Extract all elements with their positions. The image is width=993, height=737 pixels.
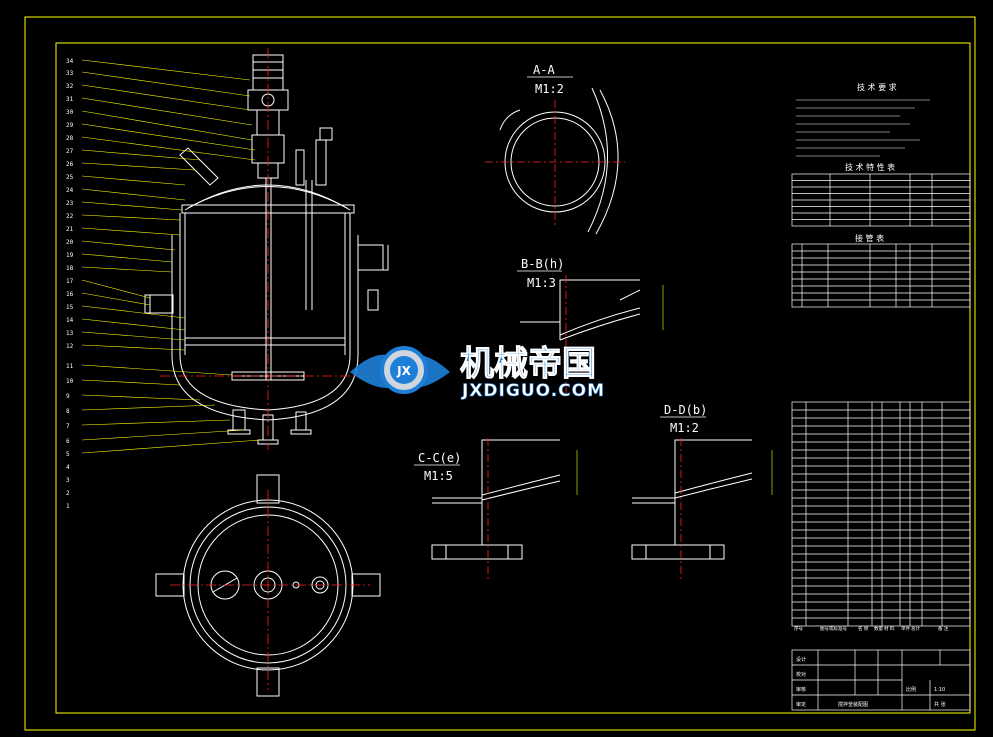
parts-header-cell: 图号或标准号 — [820, 625, 847, 632]
parts-header-cell: 备 注 — [938, 625, 949, 632]
callout-number: 24 — [66, 187, 74, 194]
callout-number: 31 — [66, 96, 74, 103]
section-b-b: B-B(h) M1:3 — [517, 257, 664, 395]
callout-number: 23 — [66, 200, 74, 207]
callout-number: 25 — [66, 174, 74, 181]
scale-label: 比例 — [906, 686, 916, 693]
checker-label: 校对 — [796, 671, 806, 678]
callout-number: 7 — [66, 423, 70, 430]
watermark-logo: JX 机械帝国 JXDIGUO.COM — [350, 344, 605, 401]
callout-number: 5 — [66, 451, 70, 458]
approver-label: 审定 — [796, 701, 806, 708]
callout-number: 14 — [66, 317, 74, 324]
section-b-title: B-B(h) — [521, 257, 564, 271]
parts-header-cell: 单件 — [901, 625, 910, 632]
callout-number: 26 — [66, 161, 74, 168]
callout-number: 20 — [66, 239, 74, 246]
callout-number: 30 — [66, 109, 74, 116]
callout-number: 11 — [66, 363, 74, 370]
callout-number: 13 — [66, 330, 74, 337]
table-border — [791, 243, 971, 308]
title-block: 设计 校对 审核 审定 搅拌釜装配图 比例 1:10 共 张 — [791, 649, 971, 711]
technical-requirements: 技 术 要 求 — [796, 82, 930, 157]
callout-number: 10 — [66, 378, 74, 385]
callout-number: 2 — [66, 490, 70, 497]
tech-req-title: 技 术 要 求 — [857, 82, 897, 92]
callout-number: 29 — [66, 122, 74, 129]
parts-header-cell: 名 称 — [858, 625, 869, 632]
drawing-frame — [24, 16, 976, 731]
section-d-scale: M1:2 — [670, 421, 699, 435]
callout-number: 1 — [66, 503, 70, 510]
section-a-scale: M1:2 — [535, 82, 564, 96]
callout-number: 34 — [66, 58, 74, 65]
callout-number: 27 — [66, 148, 74, 155]
section-d-title: D-D(b) — [664, 403, 707, 417]
callout-number: 16 — [66, 291, 74, 298]
callout-number: 18 — [66, 265, 74, 272]
callout-number: 4 — [66, 464, 70, 471]
parts-header-cell: 总计 — [911, 625, 920, 632]
callout-numbers: 3433323130292827262524232221201918171615… — [66, 58, 74, 510]
tech-char-title: 技 术 特 性 表 — [845, 162, 895, 172]
callout-number: 15 — [66, 304, 74, 311]
sheet-label: 共 张 — [934, 701, 946, 708]
callout-number: 33 — [66, 70, 74, 77]
callout-number: 9 — [66, 393, 70, 400]
callout-number: 8 — [66, 408, 70, 415]
designer-label: 设计 — [796, 656, 806, 663]
nozzle-table: 接 管 表 — [791, 233, 971, 308]
reviewer-label: 审核 — [796, 686, 806, 693]
section-c-title: C-C(e) — [418, 451, 461, 465]
section-a-a: A-A M1:2 — [485, 63, 625, 235]
parts-header-cell: 序号 — [794, 625, 803, 632]
callout-number: 32 — [66, 83, 74, 90]
callout-number: 22 — [66, 213, 74, 220]
leader-lines — [81, 59, 261, 454]
parts-list-table: 序号 图号或标准号 名 称数量材 料单件总计 备 注 — [791, 401, 971, 632]
section-d-d: D-D(b) M1:2 — [631, 403, 773, 580]
logo-text: JX — [396, 364, 411, 378]
callout-number: 21 — [66, 226, 74, 233]
section-c-scale: M1:5 — [424, 469, 453, 483]
callout-number: 28 — [66, 135, 74, 142]
callout-number: 12 — [66, 343, 74, 350]
nozzle-table-title: 接 管 表 — [855, 233, 884, 243]
section-b-scale: M1:3 — [527, 276, 556, 290]
scale-value: 1:10 — [934, 687, 945, 693]
section-a-title: A-A — [533, 63, 555, 77]
plan-centerlines — [170, 490, 370, 690]
callout-number: 3 — [66, 477, 70, 484]
callout-number: 19 — [66, 252, 74, 259]
section-c-c: C-C(e) M1:5 — [414, 438, 578, 580]
technical-characteristics-table: 技 术 特 性 表 — [791, 162, 971, 227]
vessel-centerlines — [160, 48, 380, 450]
parts-header-cell: 材 料 — [884, 625, 895, 632]
callout-number: 17 — [66, 278, 74, 285]
callout-number: 6 — [66, 438, 70, 445]
drawing-name: 搅拌釜装配图 — [838, 701, 868, 708]
parts-header-cell: 数量 — [874, 625, 883, 632]
watermark-domain: JXDIGUO.COM — [461, 381, 605, 401]
watermark-name: 机械帝国 — [460, 344, 596, 384]
vessel-elevation — [144, 54, 389, 445]
